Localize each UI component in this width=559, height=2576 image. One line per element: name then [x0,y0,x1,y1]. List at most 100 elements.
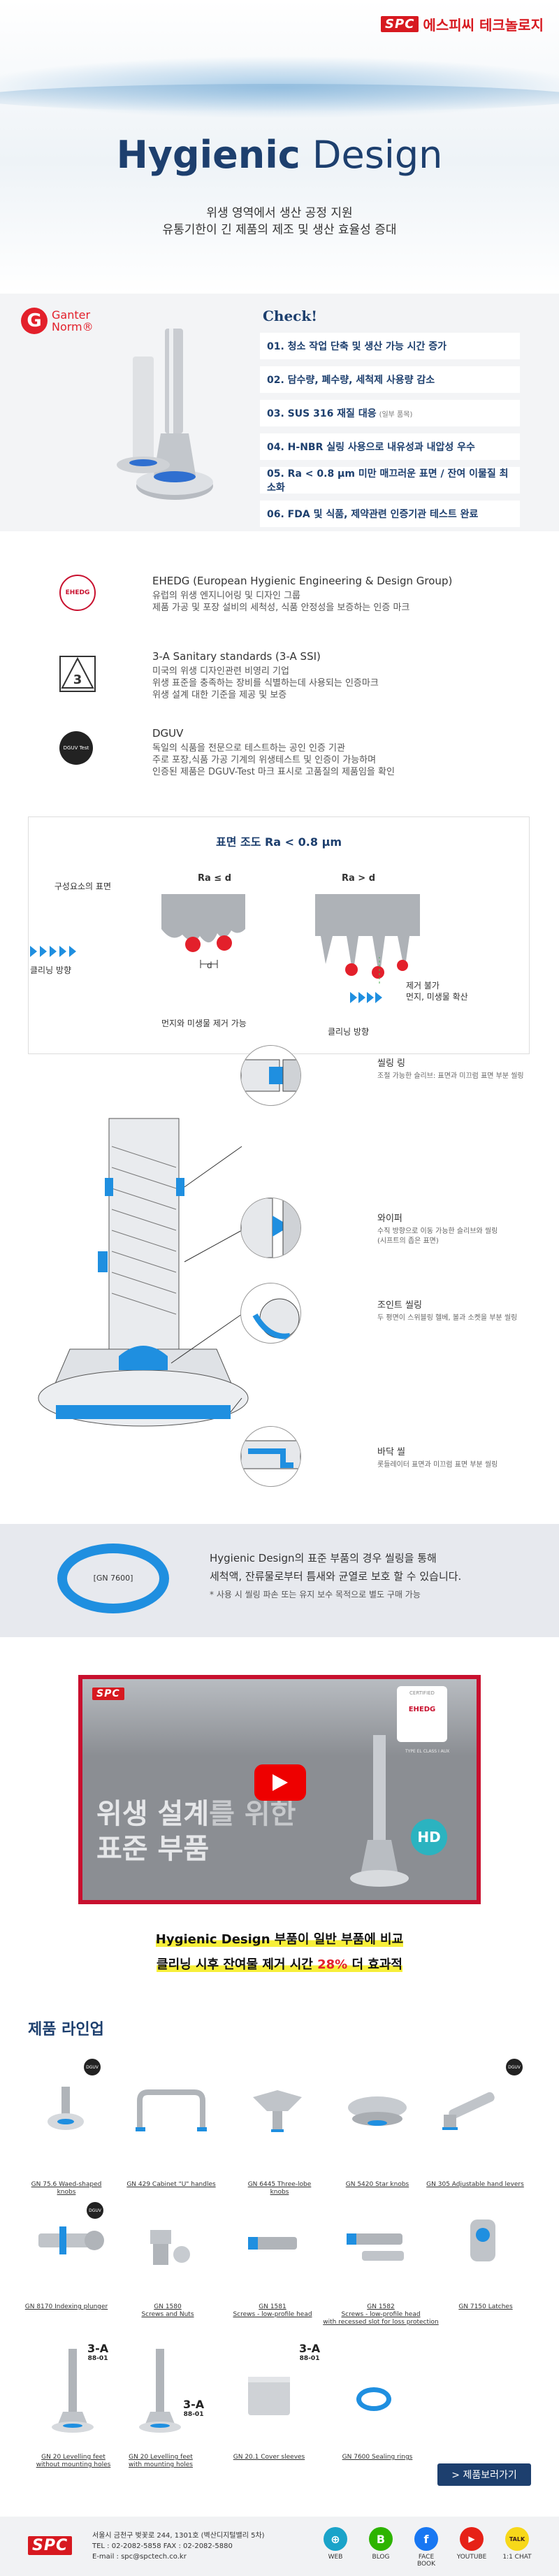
anno-desc-wiper-2: (시프트의 좁은 표면) [377,1237,439,1245]
dguv-icon: DGUV Test [59,731,93,765]
check-item-5: 05. Ra < 0.8 μm 미만 매끄러운 표면 / 잔여 이물질 최소화 [260,467,520,494]
product-badge-dguv-6: DGUV [87,2202,103,2219]
product-img-9 [347,2233,404,2261]
product-img-14 [356,2387,391,2411]
product-img-13 [248,2377,290,2415]
footer-address: 서울시 금천구 벚꽃로 244, 1301호 (벽산디지털밸리 5차) [92,2532,265,2540]
anno-title-joint-sealing: 조인트 씰링 [377,1300,422,1311]
video-headline-2: 표준 부품 [96,1833,210,1865]
certified-ehedg-badge: CERTIFIED EHEDG [397,1686,447,1742]
product-img-10 [470,2219,495,2261]
social-youtube[interactable]: ▶YOUTUBE [454,2527,489,2561]
ganter-norm: Norm® [52,320,94,333]
footer-email: E-mail : spc@spctech.co.kr [92,2553,187,2561]
sealing-ring-image: [GN 7600] [57,1544,169,1613]
anno-desc-wiper: 수직 방향으로 이동 가능한 슬리브와 씰링 [377,1228,498,1235]
social-web[interactable]: ⊕WEB [318,2527,353,2561]
video-spc-logo: SPC [92,1688,124,1700]
product-img-12 [139,2349,181,2433]
product-img-4 [348,2096,407,2126]
play-icon [273,1774,288,1791]
not-removable-2: 먼지, 미생물 확산 [406,992,468,1002]
product-link-1[interactable]: GN 75.6 Waed-shaped knobs [31,2181,102,2196]
cleaning-arrow-left [30,946,76,957]
check-item-1: 01. 청소 작업 단축 및 생산 가능 시간 증가 [260,333,520,359]
product-badge-dguv-5: DGUV [506,2059,523,2075]
water-splash [0,56,559,119]
anno-desc-sealing-ring: 조절 가능한 슬리브: 표면과 미끄럼 표면 부분 씰링 [377,1072,524,1080]
hero-section: SPC 에스피씨 테크놀로지 Hygienic Design 위생 영역에서 생… [0,0,559,294]
footer-tel: TEL : 02-2082-5858 FAX : 02-2082-5880 [92,2542,233,2550]
brand-header[interactable]: SPC 에스피씨 테크놀로지 [381,14,544,34]
ra-le-d-label: Ra ≤ d [198,873,232,884]
product-link-3[interactable]: GN 6445 Three-lobe knobs [247,2181,312,2196]
check-item-2: 02. 담수량, 폐수량, 세척제 사용량 감소 [260,366,520,393]
removable-label: 먼지와 미생물 제거 가능 [161,1019,247,1028]
products-section-title: 제품 라인업 [28,2021,104,2038]
d-label: d [207,960,212,970]
detail-circle-bottom-seal [240,1426,301,1487]
footer-spc-logo: SPC [28,2536,73,2555]
type-el-label: TYPE EL CLASS I AUX [405,1749,450,1754]
check-item-3: 03. SUS 316 재질 대응(일부 품목) [260,400,520,426]
product-link-2[interactable]: GN 429 Cabinet "U" handles [126,2181,216,2188]
product-img-2 [136,2089,207,2131]
detail-circle-wiper [240,1197,301,1258]
product-link-4[interactable]: GN 5420 Star knobs [345,2181,409,2188]
check-title: Check! [263,308,317,324]
video-leveling-foot [350,1735,409,1887]
detail-circle-joint-sealing [240,1283,301,1344]
footer-contact: 서울시 금천구 벚꽃로 244, 1301호 (벽산디지털밸리 5차) TEL … [92,2531,265,2562]
cleaning-direction-right: 클리닝 방향 [328,1027,370,1037]
youtube-icon: ▶ [460,2527,484,2551]
svg-text:3: 3 [73,672,82,687]
surface-roughness-diagram: 표면 조도 Ra < 0.8 μm Ra ≤ d Ra > d 구성요소의 표면… [28,816,530,1054]
cert-title-dguv: DGUV [152,727,184,740]
check-item-4: 04. H-NBR 실링 사용으로 내유성과 내압성 우수 [260,433,520,460]
water-wave [0,84,559,112]
hero-subtitle-2: 유통기한이 긴 제품의 제조 및 생산 효율성 증대 [162,223,397,237]
hero-subtitle-1: 위생 영역에서 생산 공정 지원 [206,206,353,220]
ra-gt-d-label: Ra > d [342,873,376,884]
detail-circle-sealing-ring [240,1045,301,1106]
product-img-6 [38,2226,104,2254]
ganter-name: Ganter [52,308,91,322]
cert-title-3a: 3-A Sanitary standards (3-A SSI) [152,650,321,663]
roughness-illustration [161,894,420,1003]
product-link-5[interactable]: GN 305 Adjustable hand levers [426,2181,524,2188]
anno-title-sealing-ring: 씰링 링 [377,1058,406,1069]
product-img-3 [253,2090,302,2132]
product-link-6[interactable]: GN 8170 Indexing plunger [24,2303,108,2310]
play-button[interactable] [254,1764,306,1801]
product-link-13[interactable]: GN 20.1 Cover sleeves [233,2454,305,2461]
product-link-14[interactable]: GN 7600 Sealing rings [342,2454,413,2461]
product-link-10[interactable]: GN 7150 Latches [458,2303,513,2310]
brand-name: 에스피씨 테크놀로지 [423,17,544,34]
check-item-6: 06. FDA 및 식품, 제약관련 인증기관 테스트 완료 [260,501,520,527]
leveling-foot-cross-section [38,1118,249,1427]
facebook-icon: f [414,2527,438,2551]
view-products-button[interactable]: > 제품보러가기 [437,2463,531,2486]
seal-note: * 사용 시 씰링 파손 또는 유지 보수 목적으로 별도 구매 가능 [210,1590,421,1599]
video-player[interactable]: SPC 위생 설계를 위한 표준 부품 CERTIFIED EHEDG HD T… [78,1675,481,1904]
leveling-foot-image [117,329,213,500]
anno-desc-bottom-seal: 롯들레이터 표면과 미끄럼 표면 부분 씰링 [377,1461,498,1469]
product-img-7 [150,2230,190,2265]
video-headline-1: 위생 설계를 위한 [96,1798,296,1830]
kakao-talk-icon: TALK [505,2527,529,2551]
seal-text-2: 세척액, 잔류물로부터 틈새와 균열로 보호 할 수 있습니다. [210,1570,462,1583]
product-img-5 [442,2092,495,2130]
